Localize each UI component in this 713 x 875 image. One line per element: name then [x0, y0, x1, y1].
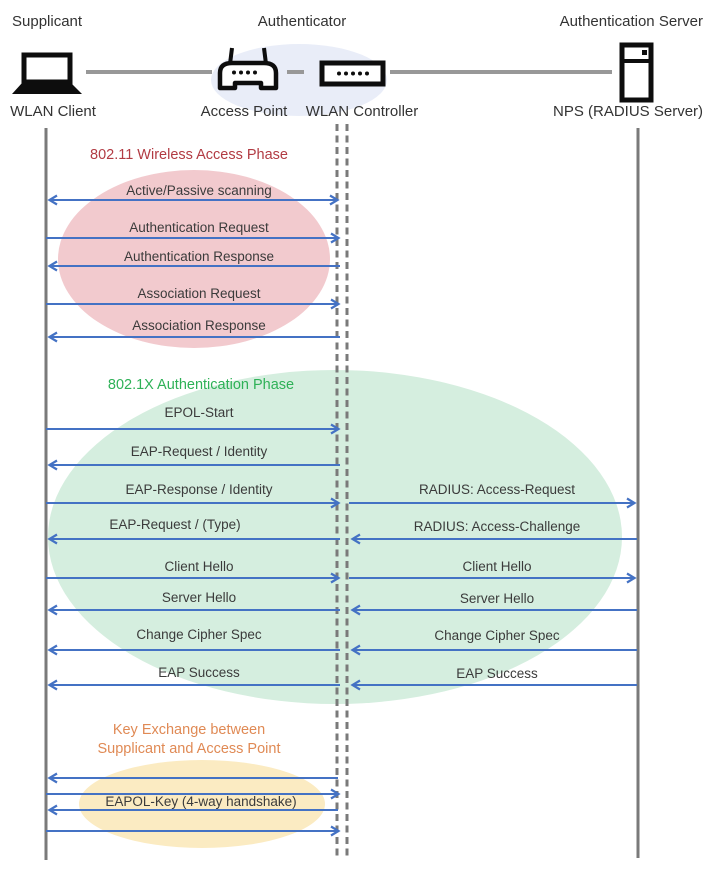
nps-radius-label: NPS (RADIUS Server) — [553, 103, 704, 120]
supplicant-role-label: Supplicant — [12, 13, 83, 30]
message-label: EAP-Response / Identity — [125, 482, 273, 497]
message-label: EAP Success — [456, 666, 538, 681]
message-label: EAP-Request / Identity — [130, 444, 268, 459]
message-label: Client Hello — [164, 559, 234, 574]
message-label: Server Hello — [161, 590, 237, 605]
phase1-title: 802.11 Wireless Access Phase — [90, 147, 288, 163]
phase2-ellipse — [48, 370, 622, 704]
phase3-title: Key Exchange between Supplicant and Acce… — [42, 721, 336, 759]
message-label: RADIUS: Access-Challenge — [413, 519, 581, 534]
authenticator-role-label: Authenticator — [257, 13, 347, 30]
message-label: Association Response — [132, 318, 266, 333]
message-label: EPOL-Start — [164, 405, 234, 420]
phase3-title-line2: Supplicant and Access Point — [97, 741, 281, 757]
message-label: EAPOL-Key (4-way handshake) — [105, 794, 297, 809]
wireless-router-icon — [217, 47, 279, 91]
phase3-title-line1: Key Exchange between — [112, 722, 266, 738]
message-label: Change Cipher Spec — [136, 627, 262, 642]
server-icon — [619, 42, 654, 103]
controller-box-icon — [319, 60, 386, 87]
lifelines — [44, 124, 640, 860]
phase3-ellipse — [79, 760, 325, 848]
message-label: Client Hello — [462, 559, 532, 574]
phase2-title: 802.1X Authentication Phase — [107, 377, 295, 393]
wlan-controller-label: WLAN Controller — [305, 103, 419, 120]
message-label: EAP Success — [158, 665, 240, 680]
laptop-icon — [12, 52, 82, 94]
message-label: Change Cipher Spec — [434, 628, 560, 643]
message-label: Authentication Response — [123, 249, 275, 264]
device-icons — [12, 42, 654, 103]
message-label: Active/Passive scanning — [126, 183, 272, 198]
wlan-client-label: WLAN Client — [10, 103, 96, 120]
access-point-label: Access Point — [200, 103, 288, 120]
message-label: Server Hello — [459, 591, 535, 606]
message-label: RADIUS: Access-Request — [418, 482, 576, 497]
message-label: Authentication Request — [129, 220, 269, 235]
message-arrows — [46, 194, 637, 837]
message-label: Association Request — [137, 286, 261, 301]
server-role-label: Authentication Server — [559, 13, 703, 30]
message-label: EAP-Request / (Type) — [109, 517, 241, 532]
